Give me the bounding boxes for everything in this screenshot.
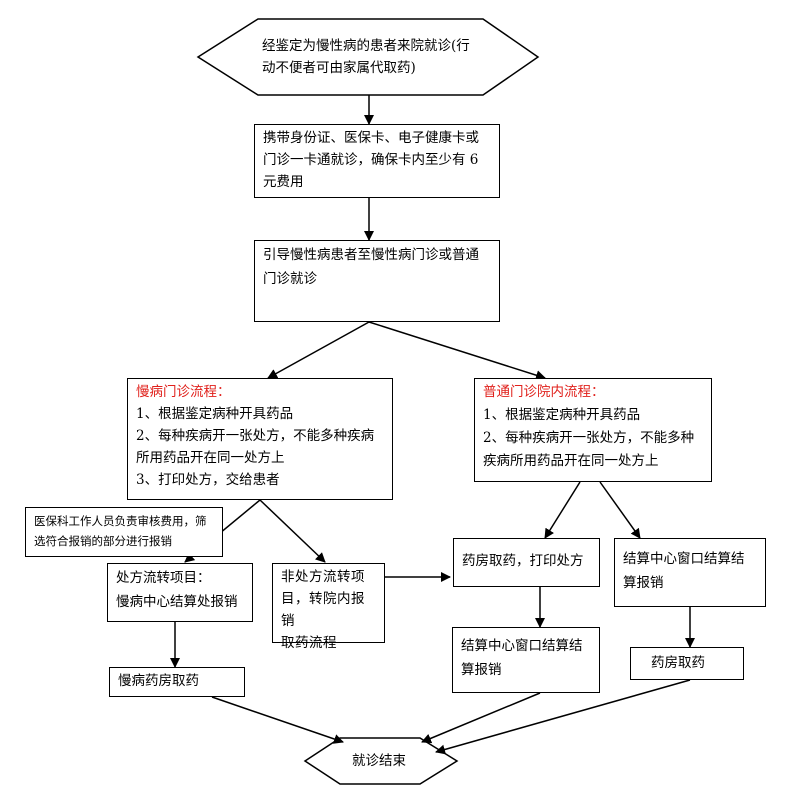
arrow-chronicpharmacy-end bbox=[211, 696, 344, 744]
transfer-line-1: 处方流转项目： bbox=[116, 570, 211, 586]
chronic-clinic-process: 慢病门诊流程： 1、根据鉴定病种开具药品 2、每种疾病开一张处方，不能多种疾病 … bbox=[127, 378, 393, 500]
chronic-item-3: 3、打印处方，交给患者 bbox=[136, 472, 280, 488]
general-item-2a: 2、每种疾病开一张处方，不能多种 bbox=[483, 430, 695, 446]
general-clinic-process: 普通门诊院内流程： 1、根据鉴定病种开具药品 2、每种疾病开一张处方，不能多种 … bbox=[474, 378, 712, 482]
settle-right-line-1: 结算中心窗口结算结 bbox=[623, 551, 745, 567]
pharmacy-right-box: 药房取药 bbox=[630, 647, 744, 680]
settle-mid-line-1: 结算中心窗口结算结 bbox=[461, 638, 583, 654]
step-guide-to-clinic: 引导慢性病患者至慢性病门诊或普通 门诊就诊 bbox=[254, 240, 500, 322]
non-transfer-box: 非处方流转项 目，转院内报销 取药流程 bbox=[272, 563, 385, 651]
settle-right-line-2: 算报销 bbox=[623, 575, 664, 591]
step-bring-documents: 携带身份证、医保卡、电子健康卡或 门诊一卡通就诊，确保卡内至少有 6 元费用 bbox=[254, 124, 500, 198]
general-item-2b: 疾病所用药品开在同一处方上 bbox=[483, 453, 659, 469]
chronic-item-1: 1、根据鉴定病种开具药品 bbox=[136, 406, 294, 422]
end-text: 就诊结束 bbox=[352, 753, 406, 769]
insurance-review-note: 医保科工作人员负责审核费用，筛 选符合报销的部分进行报销 bbox=[25, 507, 223, 557]
end-node: 就诊结束 bbox=[352, 750, 432, 772]
start-line-2: 动不便者可由家属代取药) bbox=[262, 60, 416, 76]
nontransfer-line-3: 取药流程 bbox=[281, 635, 337, 651]
step1-line-3: 元费用 bbox=[263, 174, 304, 190]
chronic-item-2b: 所用药品开在同一处方上 bbox=[136, 450, 285, 466]
start-line-1: 经鉴定为慢性病的患者来院就诊(行 bbox=[262, 38, 470, 54]
nontransfer-line-1: 非处方流转项 bbox=[281, 569, 365, 585]
arrow-pharmacyright-end bbox=[435, 679, 691, 755]
pharmacy-right-text: 药房取药 bbox=[651, 655, 705, 671]
settlement-window-right: 结算中心窗口结算结 算报销 bbox=[614, 538, 766, 607]
transfer-line-2: 慢病中心结算处报销 bbox=[116, 594, 238, 610]
step1-line-2: 门诊一卡通就诊，确保卡内至少有 6 bbox=[263, 152, 479, 168]
chronic-pharmacy-box: 慢病药房取药 bbox=[109, 667, 245, 697]
general-item-1: 1、根据鉴定病种开具药品 bbox=[483, 407, 641, 423]
arrow-settlemid-end bbox=[421, 692, 541, 744]
start-hexagon bbox=[196, 18, 540, 96]
arrow-general-settle bbox=[599, 481, 641, 539]
pharmacy-print-text: 药房取药，打印处方 bbox=[462, 553, 584, 569]
note-line-2: 选符合报销的部分进行报销 bbox=[34, 534, 172, 548]
pharmacy-print-box: 药房取药，打印处方 bbox=[453, 538, 600, 587]
arrow-general-pharmacy bbox=[544, 481, 581, 539]
note-line-1: 医保科工作人员负责审核费用，筛 bbox=[34, 514, 207, 528]
start-node: 经鉴定为慢性病的患者来院就诊(行 动不便者可由家属代取药) bbox=[262, 35, 502, 79]
arrow-step2-general bbox=[368, 321, 546, 381]
step1-line-1: 携带身份证、医保卡、电子健康卡或 bbox=[263, 130, 479, 146]
prescription-transfer-box: 处方流转项目： 慢病中心结算处报销 bbox=[107, 563, 253, 622]
arrow-chronic-nontransfer bbox=[259, 499, 326, 563]
nontransfer-line-2: 目，转院内报销 bbox=[281, 591, 365, 629]
settlement-window-middle: 结算中心窗口结算结 算报销 bbox=[452, 627, 600, 693]
chronic-title: 慢病门诊流程： bbox=[136, 384, 231, 400]
general-title: 普通门诊院内流程： bbox=[483, 384, 605, 400]
chronic-pharmacy-text: 慢病药房取药 bbox=[118, 673, 199, 689]
step2-line-1: 引导慢性病患者至慢性病门诊或普通 bbox=[263, 247, 479, 263]
chronic-item-2a: 2、每种疾病开一张处方，不能多种疾病 bbox=[136, 428, 375, 444]
step2-line-2: 门诊就诊 bbox=[263, 271, 317, 287]
settle-mid-line-2: 算报销 bbox=[461, 662, 502, 678]
arrow-step2-chronic bbox=[267, 321, 370, 379]
